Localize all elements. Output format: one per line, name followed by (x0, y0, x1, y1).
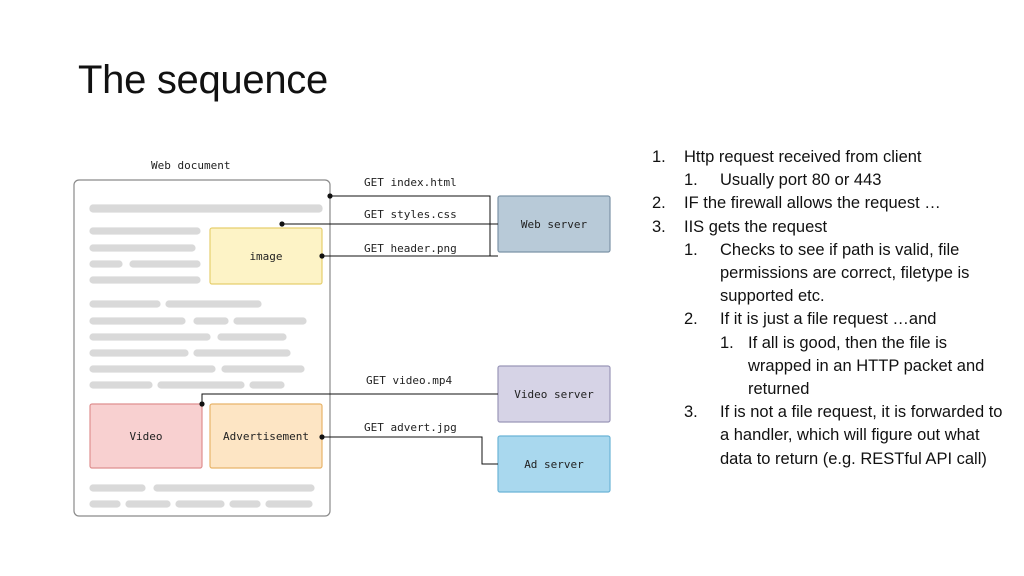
list-item: 1.Checks to see if path is valid, file p… (684, 240, 970, 306)
placeholder-line (249, 381, 285, 389)
connector-advert-jpg (322, 436, 498, 465)
placeholder-line (89, 244, 196, 252)
video-server-label: Video server (514, 388, 594, 401)
list-item: 3.If is not a file request, it is forwar… (684, 403, 1003, 468)
placeholder-line (265, 500, 313, 508)
request-label-styles-css: GET styles.css (364, 208, 457, 221)
video-label: Video (129, 430, 162, 443)
placeholder-line (193, 317, 229, 325)
placeholder-line (175, 500, 225, 508)
connector-dot (199, 401, 205, 407)
placeholder-line (221, 365, 305, 373)
list-item: 1.If all is good, then the file is wrapp… (720, 333, 985, 399)
connector-index-html (330, 195, 498, 257)
placeholder-line (165, 300, 262, 308)
placeholder-line (193, 349, 291, 357)
placeholder-line (89, 260, 123, 268)
placeholder-line (89, 500, 121, 508)
placeholder-line (157, 381, 245, 389)
request-sequence-diagram: Web document image Video Advertisement W… (73, 159, 611, 517)
connector-dot (319, 434, 325, 440)
advertisement-label: Advertisement (223, 430, 309, 443)
list-item: 3.IIS gets the request 1.Checks to see i… (652, 216, 1012, 471)
placeholder-line (153, 484, 315, 492)
placeholder-line (89, 484, 146, 492)
placeholder-line (89, 349, 189, 357)
placeholder-line (89, 317, 186, 325)
placeholder-header-bar (89, 204, 323, 213)
list-item: 2.IF the firewall allows the request … (652, 194, 941, 213)
connector-video-mp4 (201, 393, 498, 404)
sequence-list: 1.Http request received from client 1.Us… (652, 146, 1012, 471)
placeholder-line (217, 333, 287, 341)
placeholder-line (233, 317, 307, 325)
placeholder-line (89, 227, 201, 235)
placeholder-line (89, 365, 216, 373)
ad-server-label: Ad server (524, 458, 584, 471)
connector-dot (327, 193, 333, 199)
web-server-label: Web server (521, 218, 588, 231)
video-box[interactable] (89, 403, 203, 469)
placeholder-line (89, 276, 201, 284)
placeholder-line (89, 381, 153, 389)
placeholder-line (89, 333, 211, 341)
connector-dot (319, 253, 325, 259)
slide-title: The sequence (78, 58, 328, 102)
request-label-advert-jpg: GET advert.jpg (364, 421, 457, 434)
list-item: 1.Usually port 80 or 443 (684, 171, 882, 190)
request-label-video-mp4: GET video.mp4 (366, 374, 452, 387)
list-item: 2.If it is just a file request …and 1.If… (684, 308, 1012, 401)
request-label-index-html: GET index.html (364, 176, 457, 189)
placeholder-line (129, 260, 201, 268)
web-document-label: Web document (151, 159, 230, 172)
list-item: 1.Http request received from client 1.Us… (652, 146, 1012, 192)
connector-dot (279, 221, 285, 227)
placeholder-line (125, 500, 171, 508)
placeholder-line (229, 500, 261, 508)
image-label: image (249, 250, 282, 263)
placeholder-line (89, 300, 161, 308)
request-label-header-png: GET header.png (364, 242, 457, 255)
